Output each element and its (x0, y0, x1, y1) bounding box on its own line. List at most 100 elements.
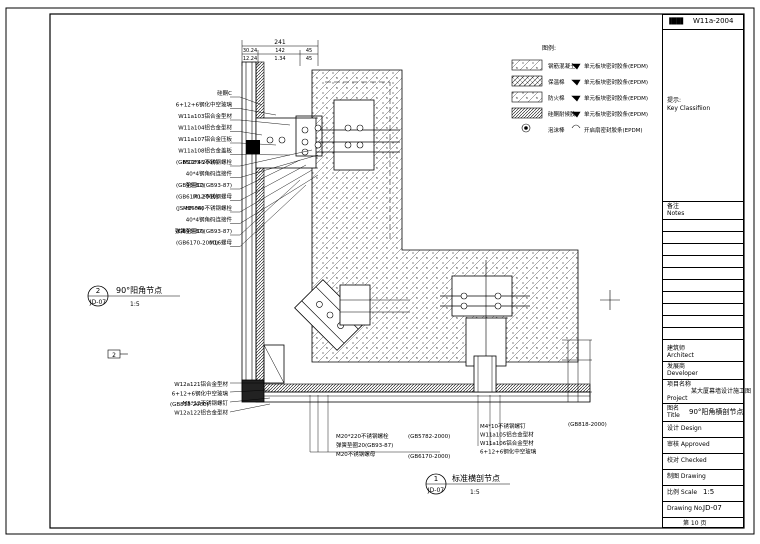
inner-frame (49, 13, 745, 529)
tb-notes-cn: 备注 (667, 203, 680, 210)
callout-bm-2: M20不锈钢螺母 (336, 450, 376, 458)
callout-left-1: 6+12+6钢化中空玻璃 (176, 101, 233, 109)
callout-left-std-3: (JS-HF-04) (176, 206, 204, 212)
section-left-scale: 1:5 (130, 301, 140, 308)
embed-plate (333, 99, 375, 171)
tb-scale-label: 比例 Scale (667, 489, 698, 496)
callout-bm-1: 弹簧垫圈20(GB93-87) (336, 441, 393, 449)
section-left-title: 90°阳角节点 (116, 285, 162, 295)
legend-right-3: 单元板块密封胶条(EPDM) (584, 110, 648, 118)
tb-drawing-no-label: Drawing No. (667, 505, 704, 512)
callout-left-8: 垫圈12(GB93-87) (186, 181, 232, 189)
callout-bm-std-1: (GB6170-2000) (408, 454, 450, 460)
tb-architect-cn: 建筑师 (667, 345, 686, 352)
callout-left-4: W11a107铝合金压板 (178, 135, 232, 143)
callout-bl-1: 6+12+6钢化中空玻璃 (172, 390, 229, 398)
callout-left-std-1: (GB93-87) (176, 183, 204, 189)
callout-left-10: M16*60不锈钢螺栓 (183, 204, 232, 212)
tb-sign-1: 审核 Approved (667, 441, 710, 448)
outer-frame (5, 7, 755, 535)
callout-left-0: 硅酮C (217, 89, 232, 97)
tb-scale-value: 1:5 (703, 488, 715, 496)
callout-left-6: M12*45不锈钢螺栓 (183, 158, 232, 166)
legend-left-0: 钢筋混凝土 (548, 62, 576, 70)
dim-sub-0: 12.24 (243, 56, 257, 62)
callout-bl-0: W12a121铝合金型材 (174, 380, 228, 388)
callout-left-13: M16螺母 (209, 239, 232, 247)
callout-bm-0: M20*220不锈钢螺栓 (336, 432, 389, 440)
callout-br-2: W11a106铝合金型材 (480, 439, 534, 447)
section-bottom-title: 标准横剖节点 (452, 473, 500, 483)
tb-code-prefix: ▐██▌ (667, 18, 686, 25)
tb-key-cn: 提示: (667, 97, 682, 104)
tb-key-en: Key Classifiion (667, 105, 711, 112)
legend-right-2: 单元板块密封胶条(EPDM) (584, 94, 648, 102)
callout-left-std-2: (GB6170-2000) (176, 195, 218, 201)
legend-left-4: 泡沫棒 (548, 126, 565, 134)
section-bottom-num: 1 (434, 475, 438, 483)
legend-right-1: 单元板块密封胶条(EPDM) (584, 78, 648, 86)
callout-left-std-0: (GB5783-2000) (176, 160, 218, 166)
marker-label: 2 (112, 352, 116, 359)
horizontal-mullion (473, 355, 497, 393)
tb-sign-3: 制图 Drawing (667, 473, 706, 480)
section-bottom-ref: JD-07 (427, 487, 444, 494)
callout-br-std: (GB818-2000) (568, 422, 607, 428)
callout-left-2: W11a103铝合金型材 (178, 112, 232, 120)
section-marker-bottom (425, 473, 510, 495)
tb-title-cn: 图名 (667, 405, 680, 412)
callout-bm-std-0: (GB5782-2000) (408, 434, 450, 440)
section-bottom-scale: 1:5 (470, 489, 480, 496)
tb-project-value: 某大厦幕墙设计施工图 (691, 388, 752, 395)
callout-left-12: 弹簧垫圈16(GB93-87) (175, 227, 232, 235)
callout-left-std-4: (GB93-87) (176, 229, 204, 235)
callout-left-std-5: (GB6170-2000) (176, 241, 218, 247)
tb-title-en: Title (667, 412, 680, 419)
top-dimension (241, 40, 319, 66)
tb-project-cn: 项目名称 (667, 381, 692, 388)
callout-bl-std: (GB818-2000) (170, 402, 209, 408)
tb-sign-2: 校对 Checked (667, 457, 707, 464)
title-block: ▐██▌ W11a-2004 提示: Key Classifiion 备注 No… (662, 14, 751, 528)
callout-bl-2: M5*12不锈钢螺钉 (183, 399, 229, 407)
tb-notes-en: Notes (667, 210, 685, 217)
legend-left-1: 保温棉 (548, 78, 565, 86)
legend-title: 图例: (542, 44, 556, 52)
dim-sub-2: 45 (306, 56, 312, 62)
tb-sign-0: 设计 Design (667, 425, 702, 432)
legend-right-0: 单元板块密封胶条(EPDM) (584, 62, 648, 70)
dim-part-0: 30.24 (243, 48, 257, 54)
legend-right-4: 开启扇密封胶条(EPDM) (584, 126, 643, 134)
section-left-ref: JD-07 (89, 299, 106, 306)
callout-left-11: 40*4钢角码连接件 (186, 216, 233, 224)
legend-left-3: 硅酮耐候胶 (548, 110, 576, 118)
callout-br-3: 6+12+6钢化中空玻璃 (480, 448, 537, 456)
tb-drawing-no: JD-07 (703, 504, 722, 512)
legend-left-2: 防火棉 (548, 94, 565, 102)
crosshair-marker (600, 290, 620, 310)
callout-left-3: W11a104铝合金型材 (178, 124, 232, 132)
callout-left-7: 40*4钢角码连接件 (186, 170, 233, 178)
tb-architect-en: Architect (667, 352, 694, 359)
tb-code: W11a-2004 (693, 17, 734, 25)
dim-total: 241 (274, 39, 286, 46)
dim-sub-1: 1.34 (274, 56, 285, 62)
dim-part-1: 142 (275, 48, 285, 54)
section-marker-left (87, 285, 180, 307)
dim-part-2: 45 (306, 48, 312, 54)
callout-br-1: W11a105铝合金型材 (480, 431, 534, 439)
callout-left-5: W11a108铝合金盖板 (178, 147, 232, 155)
section-left-num: 2 (96, 287, 100, 295)
tb-title-value: 90°阳角横剖节点 (689, 408, 744, 416)
callout-bl-3: W12a122铝合金型材 (174, 409, 228, 417)
tb-developer-en: Developer (667, 370, 698, 377)
callout-br-0: M4*10不锈钢螺钉 (480, 422, 526, 430)
callout-left-9: M12不锈钢螺母 (193, 193, 233, 201)
tb-project-en: Project (667, 395, 688, 402)
tb-sheet: 第 10 页 (683, 520, 707, 527)
horizontal-glass-unit (255, 391, 591, 403)
legend-swatches (511, 59, 581, 133)
tb-developer-cn: 发展商 (667, 363, 686, 370)
